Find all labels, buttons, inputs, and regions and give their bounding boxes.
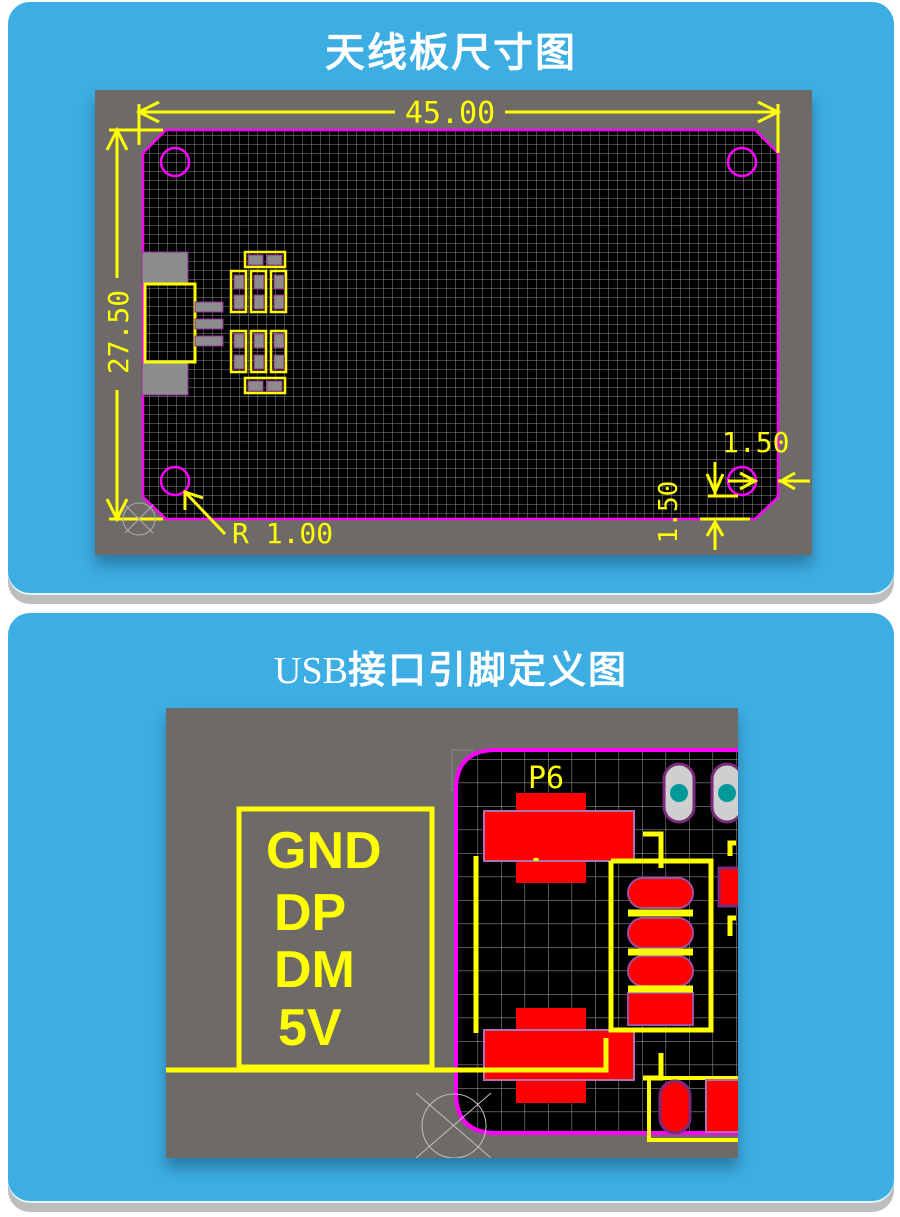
pcb-dimension-svg: 45.00 27.50 R 1.00 (102, 96, 810, 550)
designator-label: P6 (528, 761, 564, 796)
usb-pinout-panel: USB接口引脚定义图 P6 (8, 613, 894, 1203)
antenna-board-panel: 天线板尺寸图 (8, 2, 894, 595)
panel-title-latin: USB (274, 650, 348, 692)
pin-label-5v: 5V (278, 999, 342, 1057)
corner-offset-dimensions (700, 462, 810, 550)
pin-label-box (236, 806, 435, 1070)
width-dimension (135, 100, 782, 153)
usb-pinout-drawing: P6 (166, 708, 738, 1158)
corner-offset-y-label: 1.50 (654, 481, 684, 544)
coil-pads (627, 877, 694, 1026)
panel-title: USB接口引脚定义图 (8, 639, 894, 694)
mounting-hole-tl (159, 146, 191, 178)
connector-footprint (141, 251, 224, 396)
pin-label-dp: DP (274, 884, 346, 942)
radius-callout (183, 489, 227, 536)
height-dimension (105, 126, 163, 523)
panel-title: 天线板尺寸图 (325, 30, 577, 76)
origin-marker (415, 1092, 492, 1158)
width-dimension-label: 45.00 (405, 96, 495, 131)
height-dimension-label: 27.50 (102, 290, 135, 374)
origin-marker (122, 502, 156, 536)
pin-label-gnd: GND (266, 822, 382, 880)
mounting-hole-tr (726, 146, 758, 178)
through-hole-pads (662, 762, 738, 824)
mounting-hole-bl (159, 465, 191, 497)
smd-components (229, 250, 288, 395)
corner-offset-x-label: 1.50 (722, 426, 789, 459)
pin-label-dm: DM (274, 941, 355, 999)
panel-title-cjk: 接口引脚定义图 (347, 648, 628, 692)
usb-board-outline (454, 748, 738, 1135)
usb-pinout-svg: P6 (166, 748, 738, 1158)
hole-radius-label: R 1.00 (232, 517, 333, 550)
antenna-board-drawing: 45.00 27.50 R 1.00 (95, 90, 812, 555)
